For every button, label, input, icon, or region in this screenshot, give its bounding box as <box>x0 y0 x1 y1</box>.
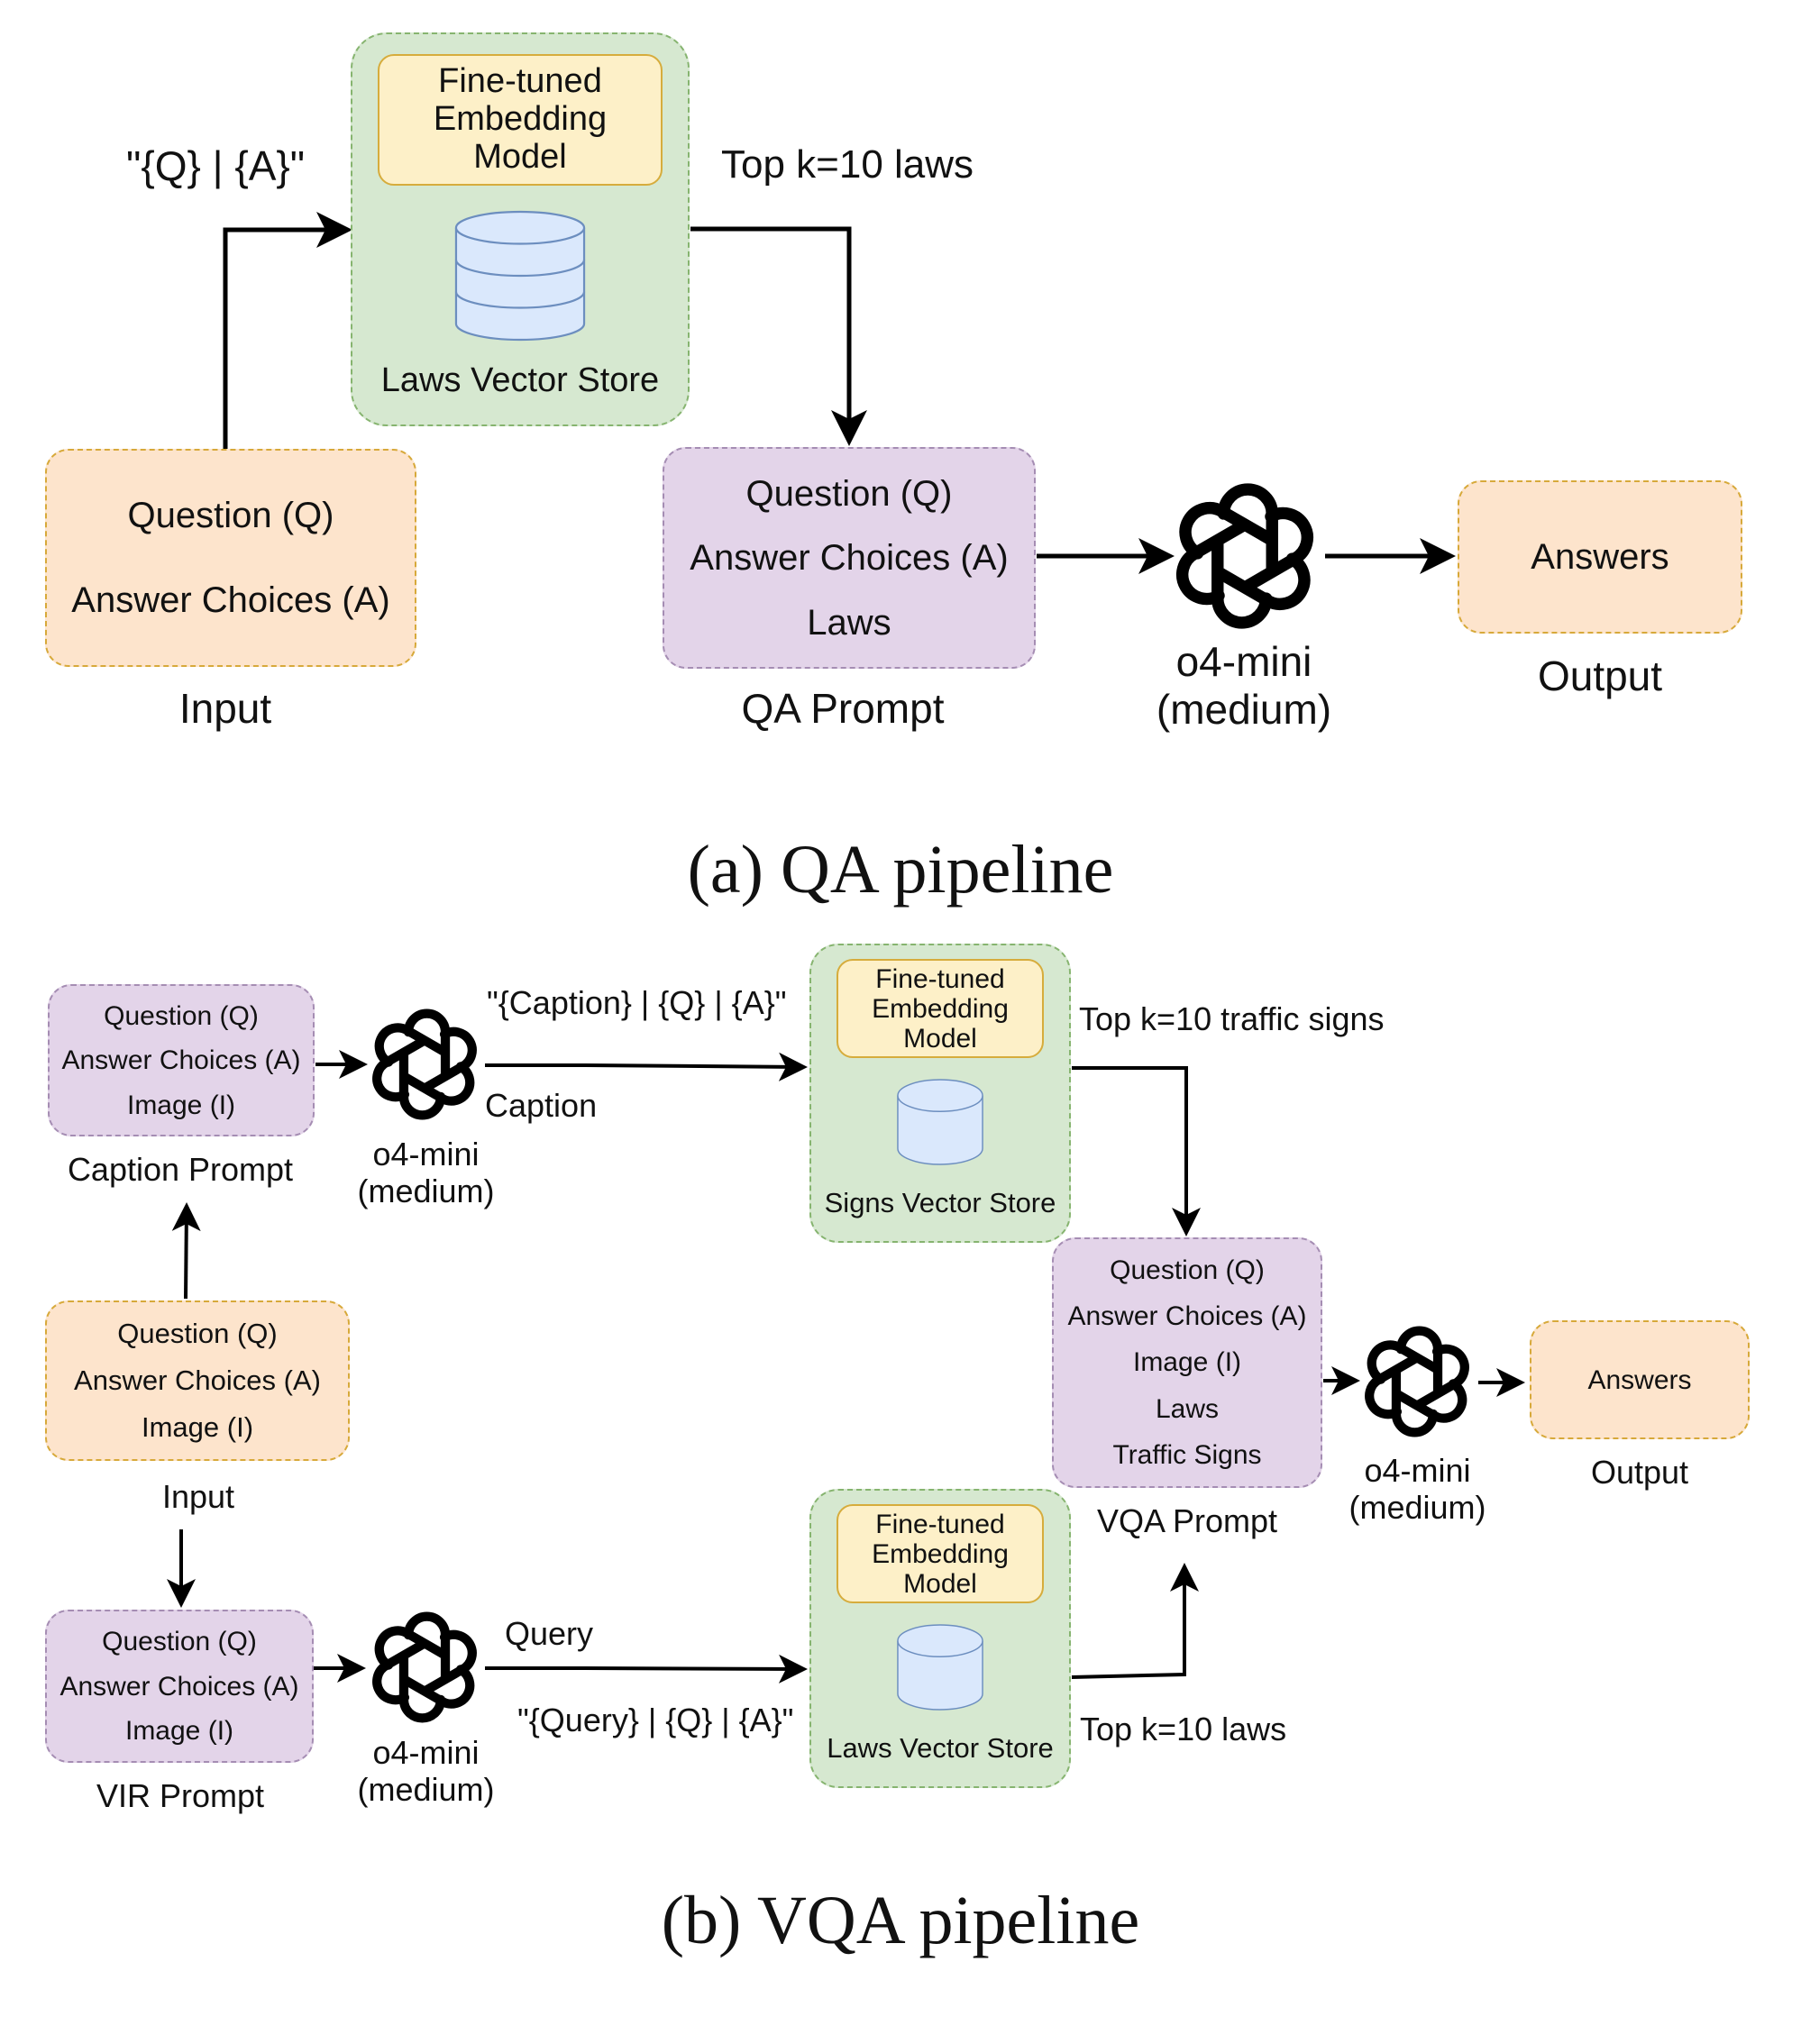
vqa-output-box: Answers <box>1530 1320 1750 1439</box>
caption-prompt-label: Caption Prompt <box>67 1151 294 1188</box>
qa-output-box: Answers <box>1458 480 1742 634</box>
arrow-retriever-to-qa-prompt <box>690 226 867 446</box>
arrow-input-to-retriever <box>223 212 352 449</box>
arrow-signs-store-to-vqa-prompt <box>1072 1066 1201 1236</box>
openai-logo-icon <box>367 1610 482 1725</box>
laws-embedding-model: Fine-tuned Embedding Model <box>837 1504 1044 1603</box>
input-line-question: Question (Q) <box>127 496 334 535</box>
laws-retriever: Fine-tuned Embedding Model Laws Vector S… <box>809 1489 1071 1788</box>
final-model-label: o4-mini (medium) <box>1348 1452 1486 1527</box>
arrow-vir-model-to-laws-store <box>485 1654 808 1684</box>
database-cylinder-icon <box>887 1078 993 1166</box>
qa-query-format: "{Q} | {A}" <box>126 142 306 189</box>
openai-logo-icon <box>1169 480 1321 632</box>
caption-model-label: o4-mini (medium) <box>357 1136 495 1210</box>
vqa-input-label: Input <box>161 1478 235 1515</box>
qa-laws-retriever: Fine-tuned Embedding Model Laws Vector S… <box>351 32 690 426</box>
caption-query-format: "{Caption} | {Q} | {A}" <box>487 984 787 1021</box>
query-format: "{Query} | {Q} | {A}" <box>517 1702 794 1738</box>
signs-embedding-model: Fine-tuned Embedding Model <box>837 959 1044 1058</box>
vqa-output-label: Output <box>1590 1454 1689 1491</box>
vqa-pipeline-caption: (b) VQA pipeline <box>661 1883 1140 1958</box>
vqa-prompt-label: VQA Prompt <box>1096 1502 1278 1539</box>
openai-logo-icon <box>367 1007 482 1122</box>
vir-model-label: o4-mini (medium) <box>357 1734 495 1809</box>
qa-output-label: Output <box>1537 652 1663 699</box>
database-cylinder-icon <box>453 198 587 353</box>
vir-prompt-box: Question (Q) Answer Choices (A) Image (I… <box>45 1610 314 1763</box>
arrow-input-to-caption-prompt <box>171 1202 201 1300</box>
qa-model-label: o4-mini (medium) <box>1156 638 1332 733</box>
arrow-laws-store-to-vqa-prompt <box>1071 1563 1199 1679</box>
openai-logo-icon <box>1359 1324 1475 1439</box>
qa-store-name: Laws Vector Store <box>380 361 660 399</box>
signs-store-name: Signs Vector Store <box>824 1187 1056 1218</box>
caption-edge-label: Caption <box>485 1087 598 1124</box>
qa-embedding-model: Fine-tuned Embedding Model <box>378 54 663 186</box>
database-cylinder-icon <box>887 1623 993 1711</box>
qa-prompt-box: Question (Q) Answer Choices (A) Laws <box>663 447 1036 669</box>
vir-prompt-label: VIR Prompt <box>96 1777 265 1814</box>
qa-prompt-label: QA Prompt <box>741 685 945 732</box>
topk-signs-label: Top k=10 traffic signs <box>1079 1000 1385 1037</box>
arrow-caption-model-to-signs-store <box>485 1052 808 1081</box>
topk-laws-label: Top k=10 laws <box>1080 1711 1287 1747</box>
vqa-input-box: Question (Q) Answer Choices (A) Image (I… <box>45 1300 350 1461</box>
caption-prompt-box: Question (Q) Answer Choices (A) Image (I… <box>48 984 315 1136</box>
qa-input-label: Input <box>178 685 272 732</box>
qa-pipeline-caption: (a) QA pipeline <box>687 832 1114 908</box>
qa-input-box: Question (Q) Answer Choices (A) <box>45 449 416 667</box>
qa-topk-label: Top k=10 laws <box>721 142 974 187</box>
signs-retriever: Fine-tuned Embedding Model Signs Vector … <box>809 944 1071 1243</box>
laws-store-name: Laws Vector Store <box>827 1732 1054 1764</box>
query-edge-label: Query <box>505 1615 594 1652</box>
input-line-answers: Answer Choices (A) <box>71 580 390 620</box>
vqa-prompt-box: Question (Q) Answer Choices (A) Image (I… <box>1052 1237 1322 1488</box>
